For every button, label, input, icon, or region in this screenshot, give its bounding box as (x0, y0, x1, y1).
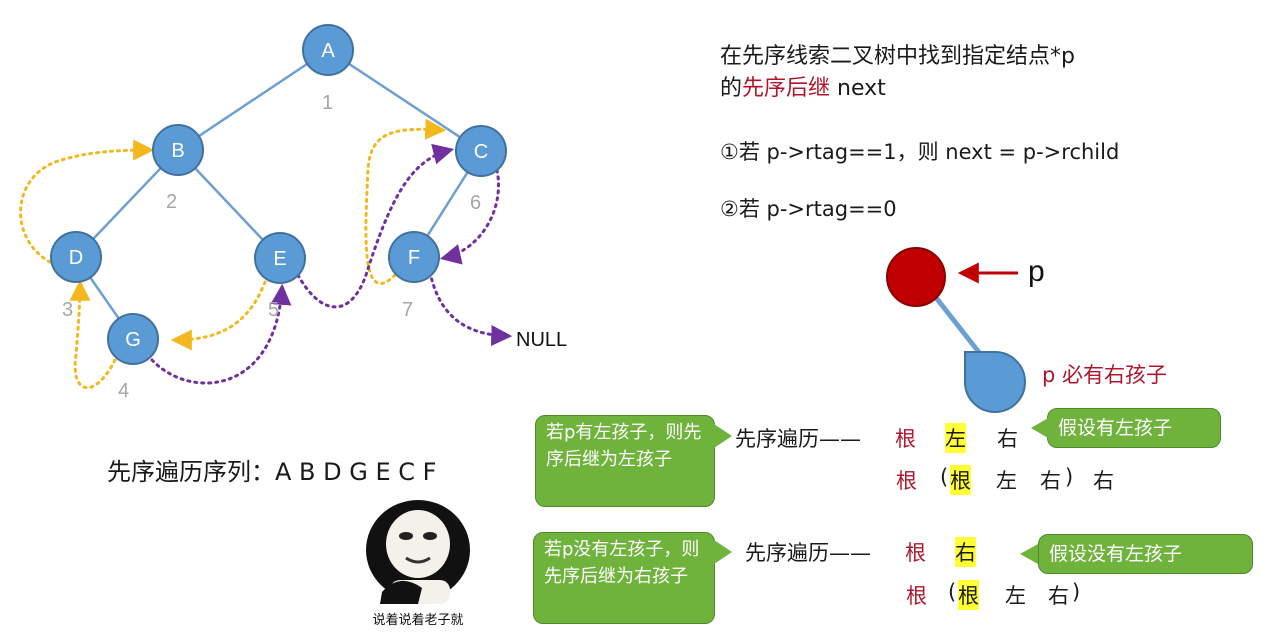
thread-G-to-D (69, 279, 117, 390)
order-E: 5 (268, 299, 279, 321)
case1-bubble: 若p有左孩子，则先序后继为左孩子 (535, 415, 715, 507)
right-child-node (964, 351, 1026, 413)
case2-row2-open: ( (948, 580, 957, 604)
case1-row2-right: 右 (1093, 469, 1114, 493)
order-A: 1 (322, 92, 333, 114)
preorder-numbers: 1 2 6 3 5 7 4 (62, 92, 481, 402)
thread-C-to-F (439, 168, 500, 265)
node-D: D (50, 231, 102, 283)
edge-A-C (327, 48, 482, 153)
node-B: B (152, 124, 204, 176)
title-suffix: next (830, 76, 886, 101)
null-label: NULL (516, 329, 567, 351)
case2-row2-left: 左 (1005, 584, 1026, 608)
case1-row1-root: 根 (895, 427, 916, 451)
case1-label: 先序遍历—— (735, 427, 861, 451)
svg-text:A: A (321, 40, 335, 62)
p-node (886, 247, 946, 307)
case2-row2-inner-right: 右 (1048, 584, 1069, 608)
thread-D-to-B (19, 139, 155, 264)
svg-text:F: F (408, 247, 420, 269)
rule-2: ②若 p->rtag==0 (720, 197, 897, 221)
thread-E-to-C (296, 143, 455, 309)
p-pointer-label: p (1028, 255, 1045, 288)
case2-bubble: 若p没有左孩子，则先序后继为右孩子 (533, 532, 715, 624)
order-G: 4 (118, 380, 129, 402)
panda-meme: 说着说着老子就 (360, 492, 476, 632)
case2-row1-root: 根 (905, 541, 926, 565)
tree-nodes: A B C D E F G (50, 24, 507, 365)
node-A: A (302, 24, 354, 76)
case1-bubble-tail (714, 424, 732, 448)
node-F: F (388, 231, 440, 283)
successor-threads (150, 143, 513, 385)
case1-row2-close: ) (1065, 465, 1074, 489)
predecessor-threads (19, 118, 447, 390)
case2-assumption-tail (1020, 544, 1038, 564)
case1-row2-inner-right: 右 (1040, 469, 1061, 493)
case1-row2-open: ( (940, 465, 949, 489)
title-line2: 的先序后继 next (720, 70, 886, 102)
title-highlight: 先序后继 (742, 76, 831, 101)
case2-bubble-tail (714, 540, 732, 564)
order-F: 7 (402, 299, 413, 321)
meme-caption: 说着说着老子就 (372, 613, 464, 628)
thread-F-to-null (428, 270, 513, 347)
node-G: G (107, 313, 159, 365)
case2-row2-inner-root: 根 (958, 580, 979, 610)
node-C: C (455, 125, 507, 177)
case1-assumption-bubble: 假设有左孩子 (1047, 408, 1221, 448)
tree-edges (74, 48, 483, 340)
case1-row2-left: 左 (996, 469, 1017, 493)
right-child-label: p 必有右孩子 (1042, 363, 1168, 387)
title-line1: 在先序线索二叉树中找到指定结点*p (720, 44, 1075, 69)
svg-text:E: E (273, 248, 286, 270)
case1-assumption-tail (1031, 418, 1048, 438)
case2-assumption-bubble: 假设没有左孩子 (1038, 534, 1253, 574)
svg-text:G: G (125, 329, 141, 351)
rule-1: ①若 p->rtag==1，则 next = p->rchild (720, 140, 1120, 164)
panda-meme-icon (366, 500, 470, 604)
svg-text:C: C (474, 141, 488, 163)
preorder-sequence: 先序遍历序列：A B D G E C F (107, 458, 437, 486)
thread-E-to-G (170, 280, 267, 351)
case2-row2-root: 根 (906, 584, 927, 608)
case2-label: 先序遍历—— (745, 541, 871, 565)
order-C: 6 (470, 192, 481, 214)
order-B: 2 (166, 191, 177, 213)
svg-text:B: B (171, 140, 184, 162)
order-D: 3 (62, 299, 73, 321)
thread-G-to-E (150, 283, 292, 385)
case1-row1-right: 右 (997, 427, 1018, 451)
case2-row1-right: 右 (955, 537, 976, 567)
edge-A-B (177, 48, 329, 152)
case1-row1-left: 左 (945, 423, 966, 453)
case1-row2-root: 根 (896, 469, 917, 493)
p-node-illustration (886, 247, 1026, 413)
case1-row2-inner-root: 根 (950, 465, 971, 495)
thread-F-to-C (364, 118, 447, 285)
case2-row2-close: ) (1072, 580, 1081, 604)
node-E: E (254, 232, 306, 284)
svg-text:D: D (69, 247, 83, 269)
title-prefix: 的 (720, 76, 743, 101)
